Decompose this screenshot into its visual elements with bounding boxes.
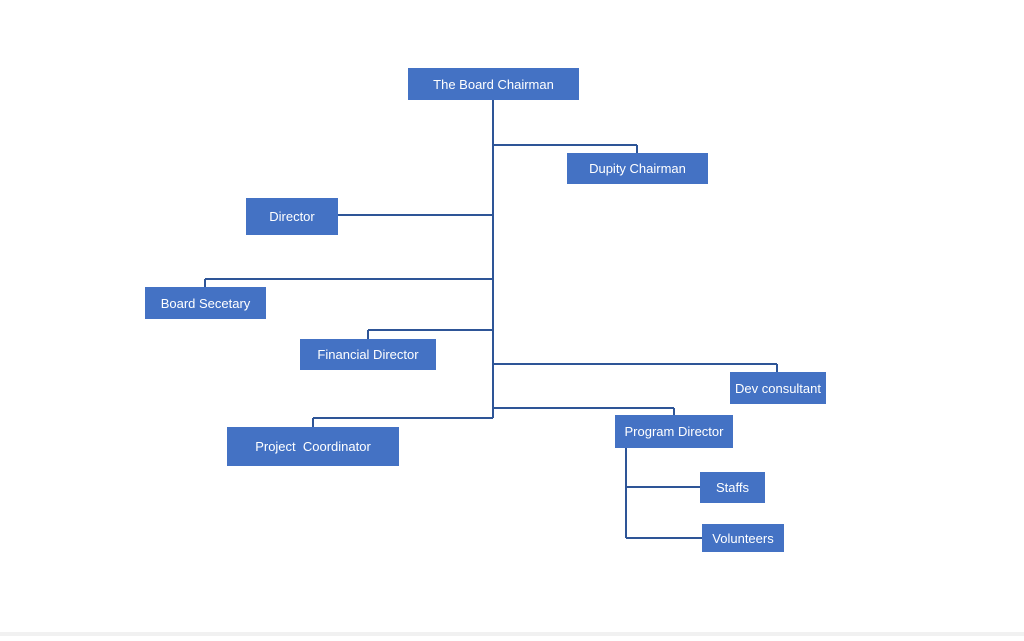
node-director: Director (246, 198, 338, 235)
node-board-secretary: Board Secetary (145, 287, 266, 319)
node-deputy-chairman: Dupity Chairman (567, 153, 708, 184)
bottom-border (0, 632, 1024, 636)
node-board-chairman: The Board Chairman (408, 68, 579, 100)
node-program-director: Program Director (615, 415, 733, 448)
node-project-coordinator: Project Coordinator (227, 427, 399, 466)
node-dev-consultant: Dev consultant (730, 372, 826, 404)
node-volunteers: Volunteers (702, 524, 784, 552)
node-staffs: Staffs (700, 472, 765, 503)
node-financial-director: Financial Director (300, 339, 436, 370)
